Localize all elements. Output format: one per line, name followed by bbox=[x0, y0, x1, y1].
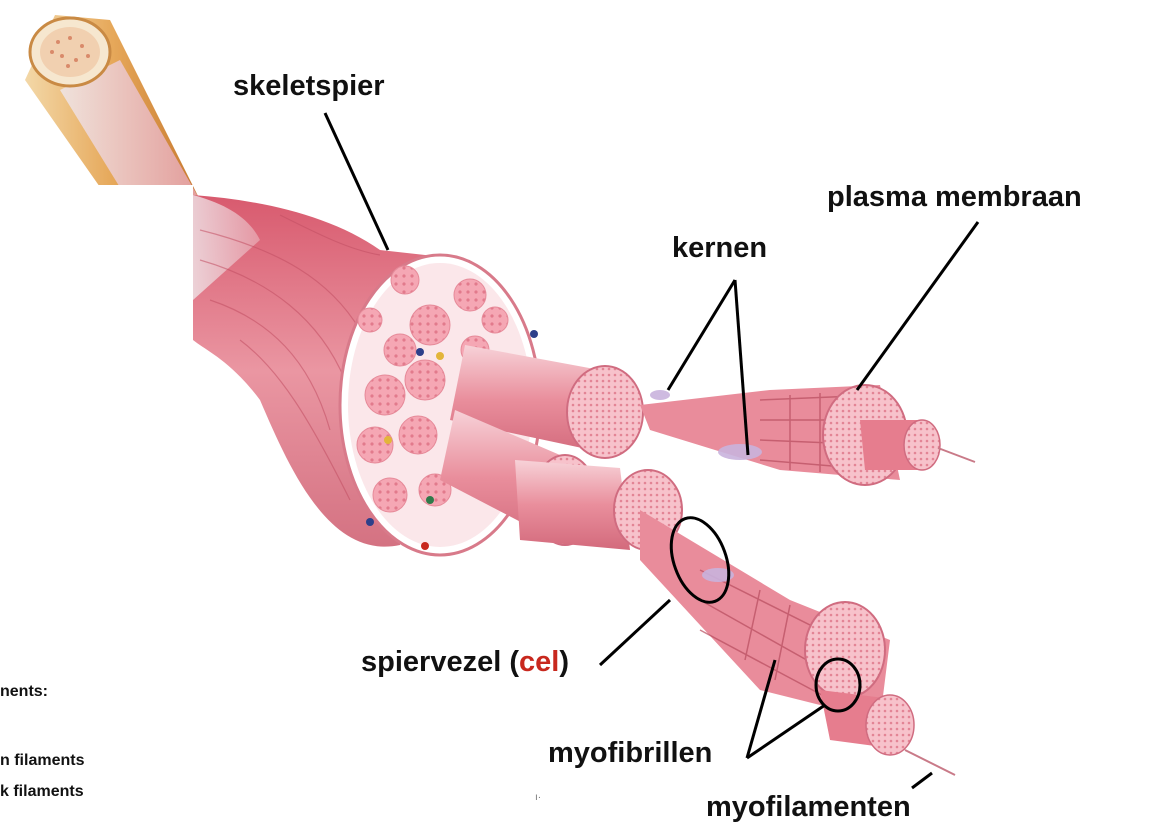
label-muscle-fiber-close: ) bbox=[559, 646, 569, 678]
label-plasma-membrane: plasma membraan bbox=[827, 183, 1082, 212]
cropped-text-2: n filaments bbox=[0, 753, 84, 769]
label-myofilaments: myofilamenten bbox=[706, 793, 911, 822]
muscle-fibers bbox=[440, 345, 975, 775]
label-skeletal-muscle: skeletspier bbox=[233, 72, 385, 101]
cropped-text-1: nents: bbox=[0, 684, 48, 700]
tiny-mark: ı· bbox=[535, 792, 541, 803]
white-panel bbox=[0, 185, 193, 830]
label-muscle-fiber-text: spiervezel ( bbox=[361, 646, 519, 678]
label-nuclei: kernen bbox=[672, 234, 767, 263]
label-myofibrils: myofibrillen bbox=[548, 739, 712, 768]
label-muscle-fiber-cell: cel bbox=[519, 646, 559, 678]
label-muscle-fiber: spiervezel (cel) bbox=[361, 648, 569, 677]
cropped-text-3: k filaments bbox=[0, 784, 84, 800]
